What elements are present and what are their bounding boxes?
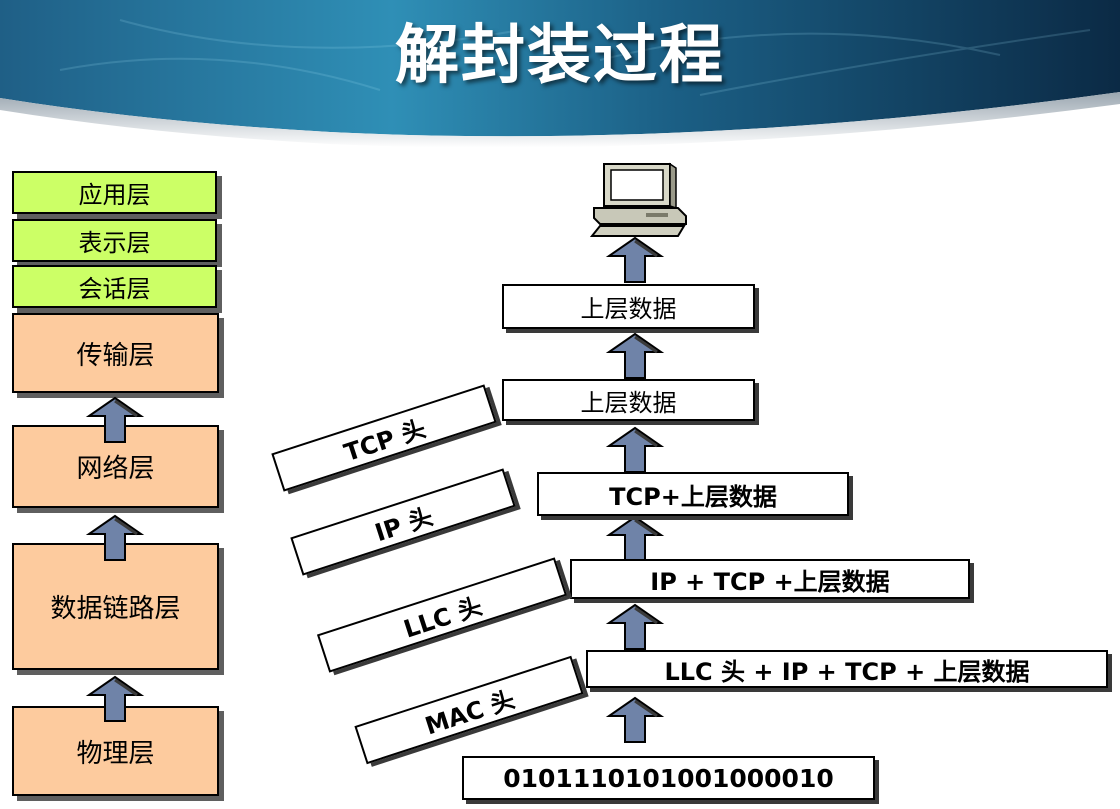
header-banner <box>0 0 1120 160</box>
data-unit-upper-layer-data-segment: 上层数据 <box>502 379 755 421</box>
osi-layer-label: 物理层 <box>76 738 155 769</box>
osi-layer-data-link: 数据链路层 <box>12 543 219 670</box>
up-arrow-icon <box>605 332 665 379</box>
data-unit-tcp-segment: TCP+上层数据 <box>537 472 849 516</box>
header-label-text: TCP 头 <box>340 414 430 467</box>
up-arrow-icon <box>605 515 665 562</box>
osi-layer-application: 应用层 <box>12 171 217 214</box>
data-unit-label: 0101110101001000010 <box>503 763 834 793</box>
header-label-mac: MAC 头 <box>354 655 584 765</box>
osi-layer-presentation: 表示层 <box>12 219 217 262</box>
osi-layer-label: 网络层 <box>76 454 155 484</box>
data-unit-upper-layer-data: 上层数据 <box>502 284 755 329</box>
up-arrow-icon <box>85 514 145 561</box>
header-label-text: MAC 头 <box>421 684 519 740</box>
header-label-llc: LLC 头 <box>316 557 568 673</box>
up-arrow-icon <box>605 426 665 473</box>
data-unit-label: IP + TCP +上层数据 <box>650 567 890 596</box>
osi-layer-transport: 传输层 <box>12 313 219 393</box>
data-unit-ip-packet: IP + TCP +上层数据 <box>570 559 970 599</box>
osi-layer-label: 传输层 <box>76 340 155 371</box>
up-arrow-icon <box>605 236 665 283</box>
header-label-text: LLC 头 <box>400 591 486 644</box>
osi-layer-label: 数据链路层 <box>50 594 181 624</box>
osi-layer-label: 表示层 <box>78 229 151 257</box>
data-unit-label: LLC 头 + IP + TCP + 上层数据 <box>664 657 1030 686</box>
data-unit-label: TCP+上层数据 <box>609 482 777 511</box>
computer-icon <box>589 162 690 238</box>
osi-layer-label: 会话层 <box>78 275 151 303</box>
up-arrow-icon <box>605 696 665 743</box>
data-unit-label: 上层数据 <box>580 388 677 417</box>
page-title: 解封装过程 <box>395 19 725 93</box>
up-arrow-icon <box>85 396 145 443</box>
osi-layer-label: 应用层 <box>78 181 151 209</box>
data-unit-bitstream: 0101110101001000010 <box>462 756 875 800</box>
data-unit-label: 上层数据 <box>580 295 677 323</box>
data-unit-llc-frame: LLC 头 + IP + TCP + 上层数据 <box>586 650 1108 688</box>
header-label-ip: IP 头 <box>290 468 516 576</box>
osi-layer-session: 会话层 <box>12 265 217 308</box>
up-arrow-icon <box>85 675 145 722</box>
up-arrow-icon <box>605 603 665 650</box>
osi-layer-network: 网络层 <box>12 425 219 508</box>
header-label-tcp: TCP 头 <box>271 384 497 492</box>
header-label-text: IP 头 <box>371 501 437 547</box>
